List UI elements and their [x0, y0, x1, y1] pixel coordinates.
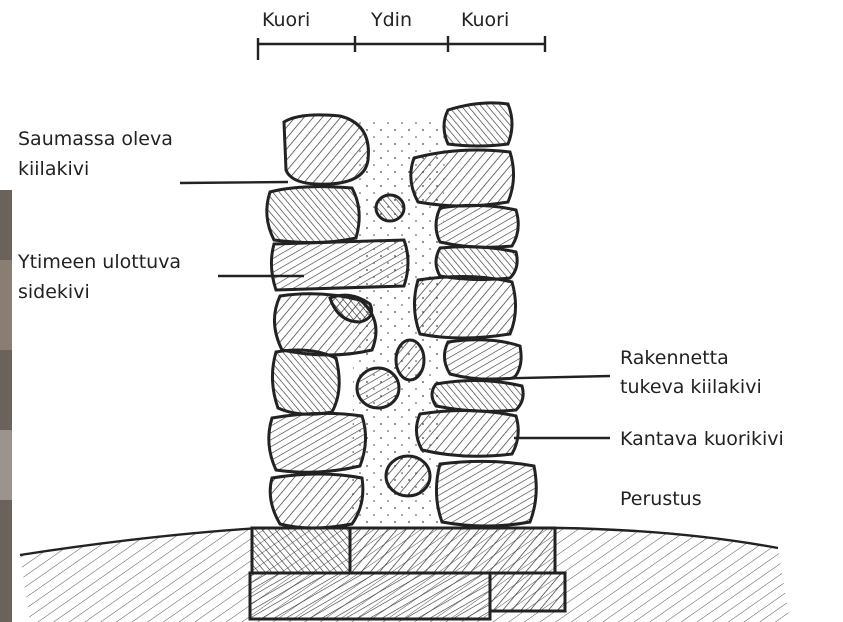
header-right-shell: Kuori: [461, 9, 509, 31]
tie-stone-label-line2: sidekivi: [18, 281, 90, 303]
tie-stone-label-line1: Ytimeen ulottuva: [17, 251, 181, 273]
support-wedge-label-line1: Rakennetta: [620, 347, 729, 369]
joint-wedge-label-line1: Saumassa oleva: [18, 128, 173, 150]
header-left-shell: Kuori: [262, 9, 310, 31]
support-wedge-label-line2: tukeva kiilakivi: [620, 376, 762, 398]
joint-wedge-label-line2: kiilakivi: [18, 158, 89, 180]
foundation-stones: [250, 528, 565, 619]
bearing-stone-label: Kantava kuorikivi: [620, 428, 784, 450]
joint-wedge-leader: [180, 182, 288, 183]
header-dimension: [258, 36, 545, 60]
photo-edge-strip: [0, 190, 12, 622]
header-core: Ydin: [370, 9, 412, 31]
foundation-label: Perustus: [620, 488, 702, 510]
